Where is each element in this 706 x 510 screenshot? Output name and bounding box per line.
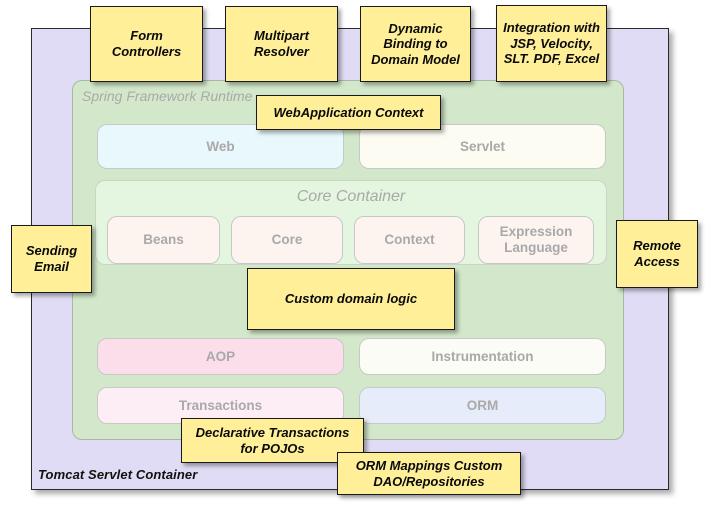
note-orm-mappings: ORM Mappings Custom DAO/Repositories: [337, 452, 521, 495]
note-sending-email: Sending Email: [11, 225, 92, 293]
note-remote-access: Remote Access: [616, 220, 698, 288]
module-transactions: Transactions: [97, 387, 344, 424]
module-expression-language: Expression Language: [478, 216, 594, 264]
module-aop: AOP: [97, 338, 344, 375]
module-core: Core: [231, 216, 343, 264]
note-integration: Integration with JSP, Velocity, SLT. PDF…: [496, 5, 607, 82]
note-dynamic-binding: Dynamic Binding to Domain Model: [360, 6, 471, 82]
note-multipart-resolver: Multipart Resolver: [225, 6, 338, 82]
module-instrumentation: Instrumentation: [359, 338, 606, 375]
module-context: Context: [354, 216, 465, 264]
note-declarative-transactions: Declarative Transactions for POJOs: [181, 418, 364, 463]
spring-framework-runtime-label: Spring Framework Runtime: [82, 88, 253, 104]
module-orm: ORM: [359, 387, 606, 424]
module-servlet: Servlet: [359, 124, 606, 169]
module-beans: Beans: [107, 216, 220, 264]
tomcat-servlet-container-label: Tomcat Servlet Container: [38, 467, 198, 482]
note-webapplication-context: WebApplication Context: [256, 95, 441, 130]
core-container-label: Core Container: [296, 188, 406, 205]
note-custom-domain-logic: Custom domain logic: [247, 268, 455, 330]
note-form-controllers: Form Controllers: [90, 6, 203, 82]
module-web: Web: [97, 124, 344, 169]
